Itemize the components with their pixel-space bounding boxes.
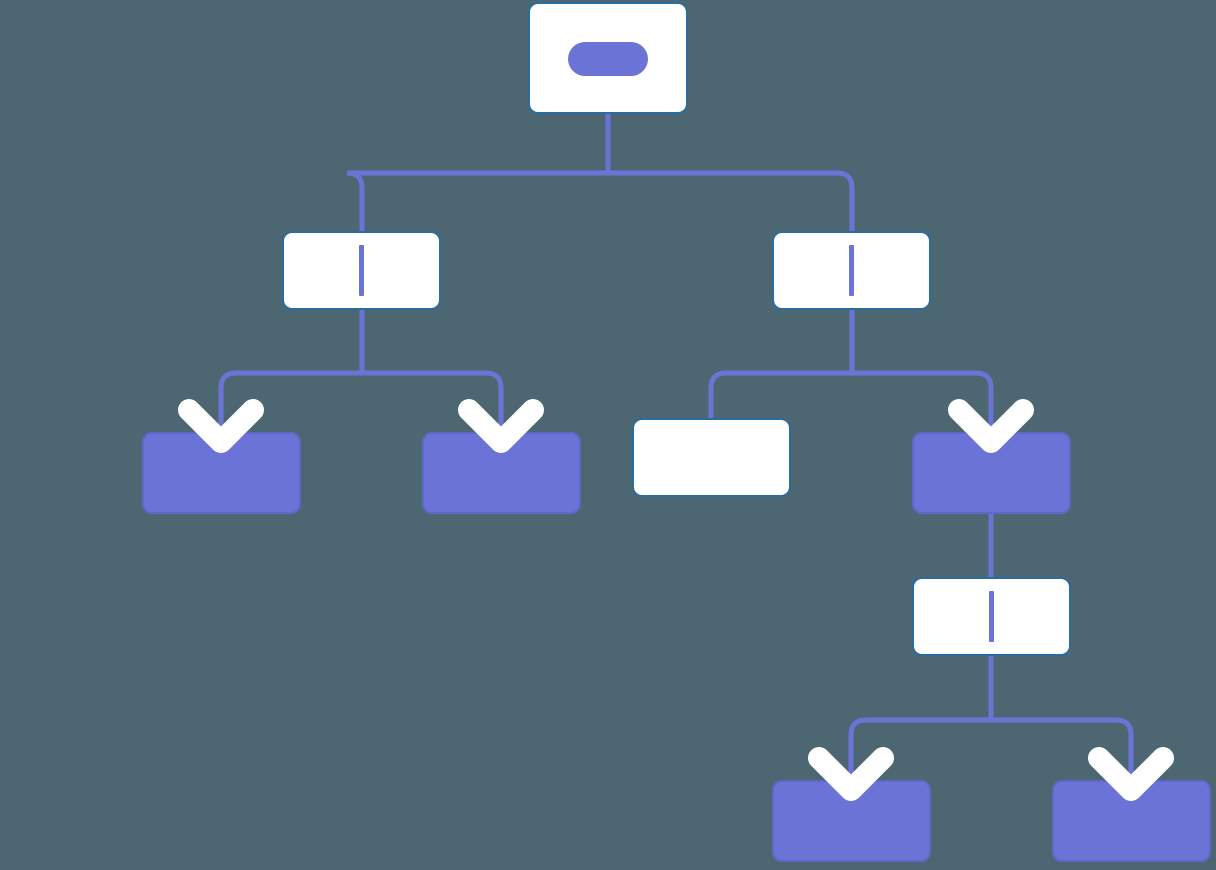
arrowhead-leaf-e-icon (1099, 758, 1163, 790)
edge-root-to-right-branch (608, 170, 855, 310)
arrowhead-leaf-b-icon (469, 410, 533, 442)
arrowhead-leaf-a-icon (189, 410, 253, 442)
edge-sub-white-to-leaf-d (848, 717, 991, 782)
edge-left-branch-to-leaf-a (218, 370, 362, 434)
edge-root-to-left-branch (346, 170, 608, 310)
right-branch-through-line (849, 245, 854, 296)
node-leaf-c[interactable] (632, 418, 791, 497)
root-redacted-label-pill (568, 42, 648, 76)
sub-white-through-line (989, 591, 994, 642)
edge-sub-white-to-leaf-e (991, 717, 1134, 782)
arrowhead-mid-purple-icon (959, 410, 1023, 442)
left-branch-through-line (359, 245, 364, 296)
edge-right-branch-to-mid-purple (852, 370, 994, 434)
edge-right-branch-to-leaf-c (708, 370, 852, 418)
arrowhead-leaf-d-icon (819, 758, 883, 790)
edge-left-branch-to-leaf-b (362, 370, 504, 434)
